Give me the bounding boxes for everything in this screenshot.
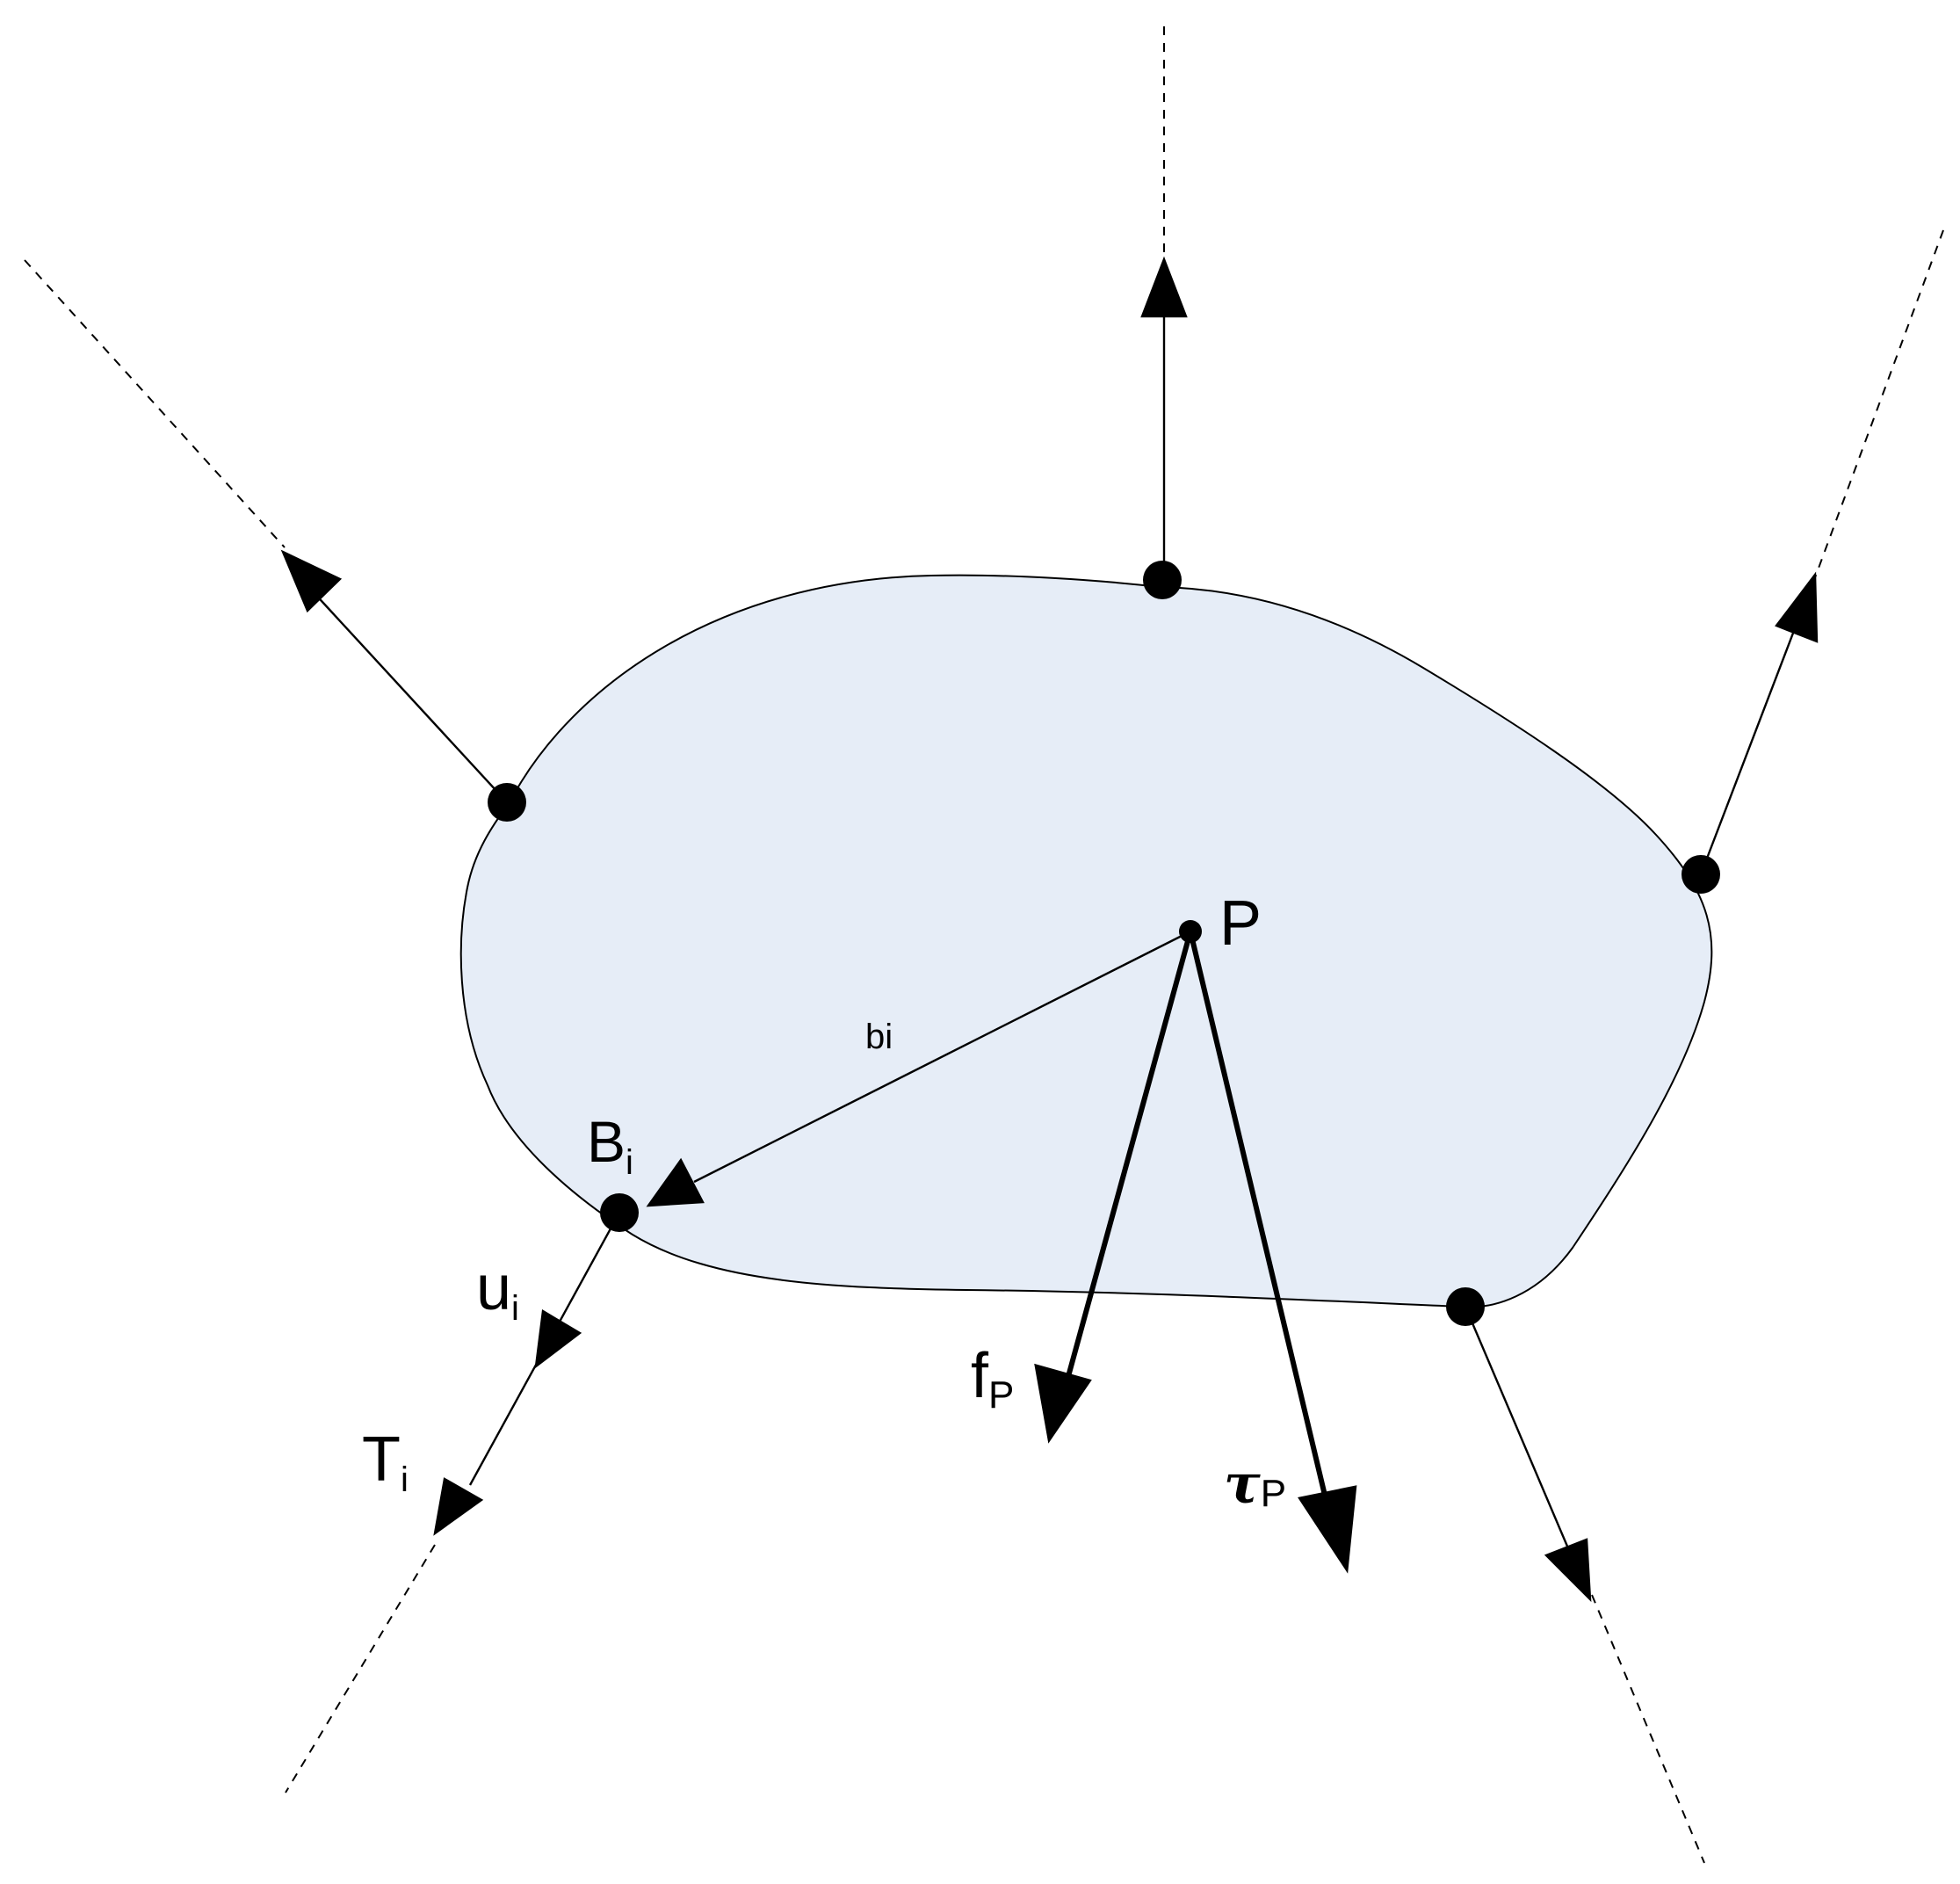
wrench-vectors bbox=[1034, 931, 1357, 1574]
label-ui-sub: i bbox=[511, 1289, 519, 1328]
platform-body bbox=[459, 574, 1713, 1308]
label-ui: ui bbox=[476, 1253, 519, 1328]
label-Ti-sub: i bbox=[401, 1460, 409, 1499]
arrowhead-top-right bbox=[1775, 571, 1819, 643]
arrowhead-top bbox=[1140, 256, 1188, 318]
platform-center-point bbox=[1179, 920, 1202, 943]
label-Bi-main: B bbox=[587, 1109, 626, 1174]
cable-segment-top-left bbox=[311, 590, 508, 803]
label-fP: fP bbox=[971, 1341, 1014, 1417]
attachment-point-bottom-right bbox=[1446, 1287, 1485, 1326]
arrowhead-bi bbox=[646, 1157, 705, 1207]
label-fP-sub: P bbox=[988, 1373, 1014, 1417]
cable-segment-top-right bbox=[1699, 623, 1798, 875]
label-bi: bi bbox=[865, 1018, 893, 1056]
label-Ti-main: T bbox=[362, 1424, 401, 1495]
label-Bi: Bi bbox=[587, 1109, 633, 1182]
label-Ti: Ti bbox=[362, 1424, 409, 1499]
cable-bottom-right bbox=[1591, 1594, 1705, 1864]
arrowhead-ti bbox=[433, 1477, 484, 1536]
vector-taup bbox=[1188, 931, 1329, 1504]
arrowhead-bottom-right bbox=[1544, 1538, 1592, 1603]
arrowhead-top-left bbox=[280, 549, 343, 613]
attachment-points bbox=[488, 561, 1720, 1326]
vector-fp bbox=[1065, 931, 1193, 1380]
attachment-point-top bbox=[1143, 561, 1182, 599]
label-ui-main: u bbox=[476, 1253, 511, 1323]
attachment-point-bi bbox=[600, 1193, 639, 1232]
label-tauP: τP bbox=[1224, 1452, 1286, 1516]
arrowhead-taup bbox=[1298, 1485, 1357, 1574]
vector-bi bbox=[693, 930, 1191, 1184]
cable-lines bbox=[24, 26, 1944, 1864]
cable-segment-bottom-right bbox=[1464, 1306, 1570, 1549]
label-Bi-sub: i bbox=[626, 1143, 633, 1182]
cable-top-right bbox=[1813, 229, 1944, 581]
label-tauP-sub: P bbox=[1261, 1472, 1286, 1515]
label-tauP-main: τ bbox=[1224, 1452, 1261, 1516]
arrowhead-ui bbox=[534, 1309, 582, 1369]
cable-bottom-left bbox=[285, 1544, 436, 1793]
label-P: P bbox=[1219, 888, 1262, 959]
attachment-point-right bbox=[1682, 855, 1720, 894]
attachment-point-left bbox=[488, 783, 526, 822]
cable-top-left bbox=[24, 259, 286, 548]
arrowhead-fp bbox=[1034, 1363, 1092, 1444]
cable-vectors bbox=[280, 256, 1819, 1603]
label-fP-main: f bbox=[971, 1341, 989, 1411]
